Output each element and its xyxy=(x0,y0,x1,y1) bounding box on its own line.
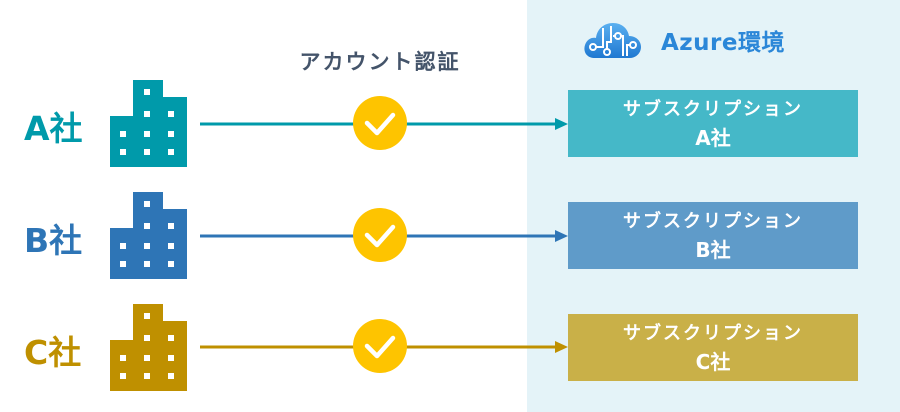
azure-cloud-icon xyxy=(584,23,641,58)
subscription-box-c: サブスクリプション C社 xyxy=(568,314,858,381)
subscription-box-b: サブスクリプション B社 xyxy=(568,202,858,269)
arrow-head-b xyxy=(555,230,568,242)
arrow-head-c xyxy=(555,341,568,353)
check-circle-a xyxy=(353,96,407,150)
subscription-box-a: サブスクリプション A社 xyxy=(568,90,858,157)
subscription-company: C社 xyxy=(695,349,731,374)
subscription-label: サブスクリプション xyxy=(623,210,803,232)
check-circle-b xyxy=(353,208,407,262)
connector-a xyxy=(200,96,568,150)
company-a-label: A社 xyxy=(24,109,83,148)
company-b-label: B社 xyxy=(24,221,83,260)
subscription-company: A社 xyxy=(695,125,731,150)
subscription-label: サブスクリプション xyxy=(623,322,803,344)
check-icon xyxy=(364,112,396,136)
check-icon xyxy=(364,224,396,248)
check-icon xyxy=(364,335,396,359)
connector-c xyxy=(200,319,568,373)
subscription-company: B社 xyxy=(695,237,731,262)
check-circle-c xyxy=(353,319,407,373)
connector-b xyxy=(200,208,568,262)
company-c-label: C社 xyxy=(24,333,82,372)
account-auth-title: アカウント認証 xyxy=(299,50,461,74)
azure-title: Azure環境 xyxy=(661,30,786,56)
building-icon-c xyxy=(110,304,187,391)
building-icon-b xyxy=(110,192,187,279)
azure-header: Azure環境 xyxy=(583,20,785,60)
arrow-head-a xyxy=(555,118,568,130)
building-icon-a xyxy=(110,80,187,167)
subscription-label: サブスクリプション xyxy=(623,98,803,120)
